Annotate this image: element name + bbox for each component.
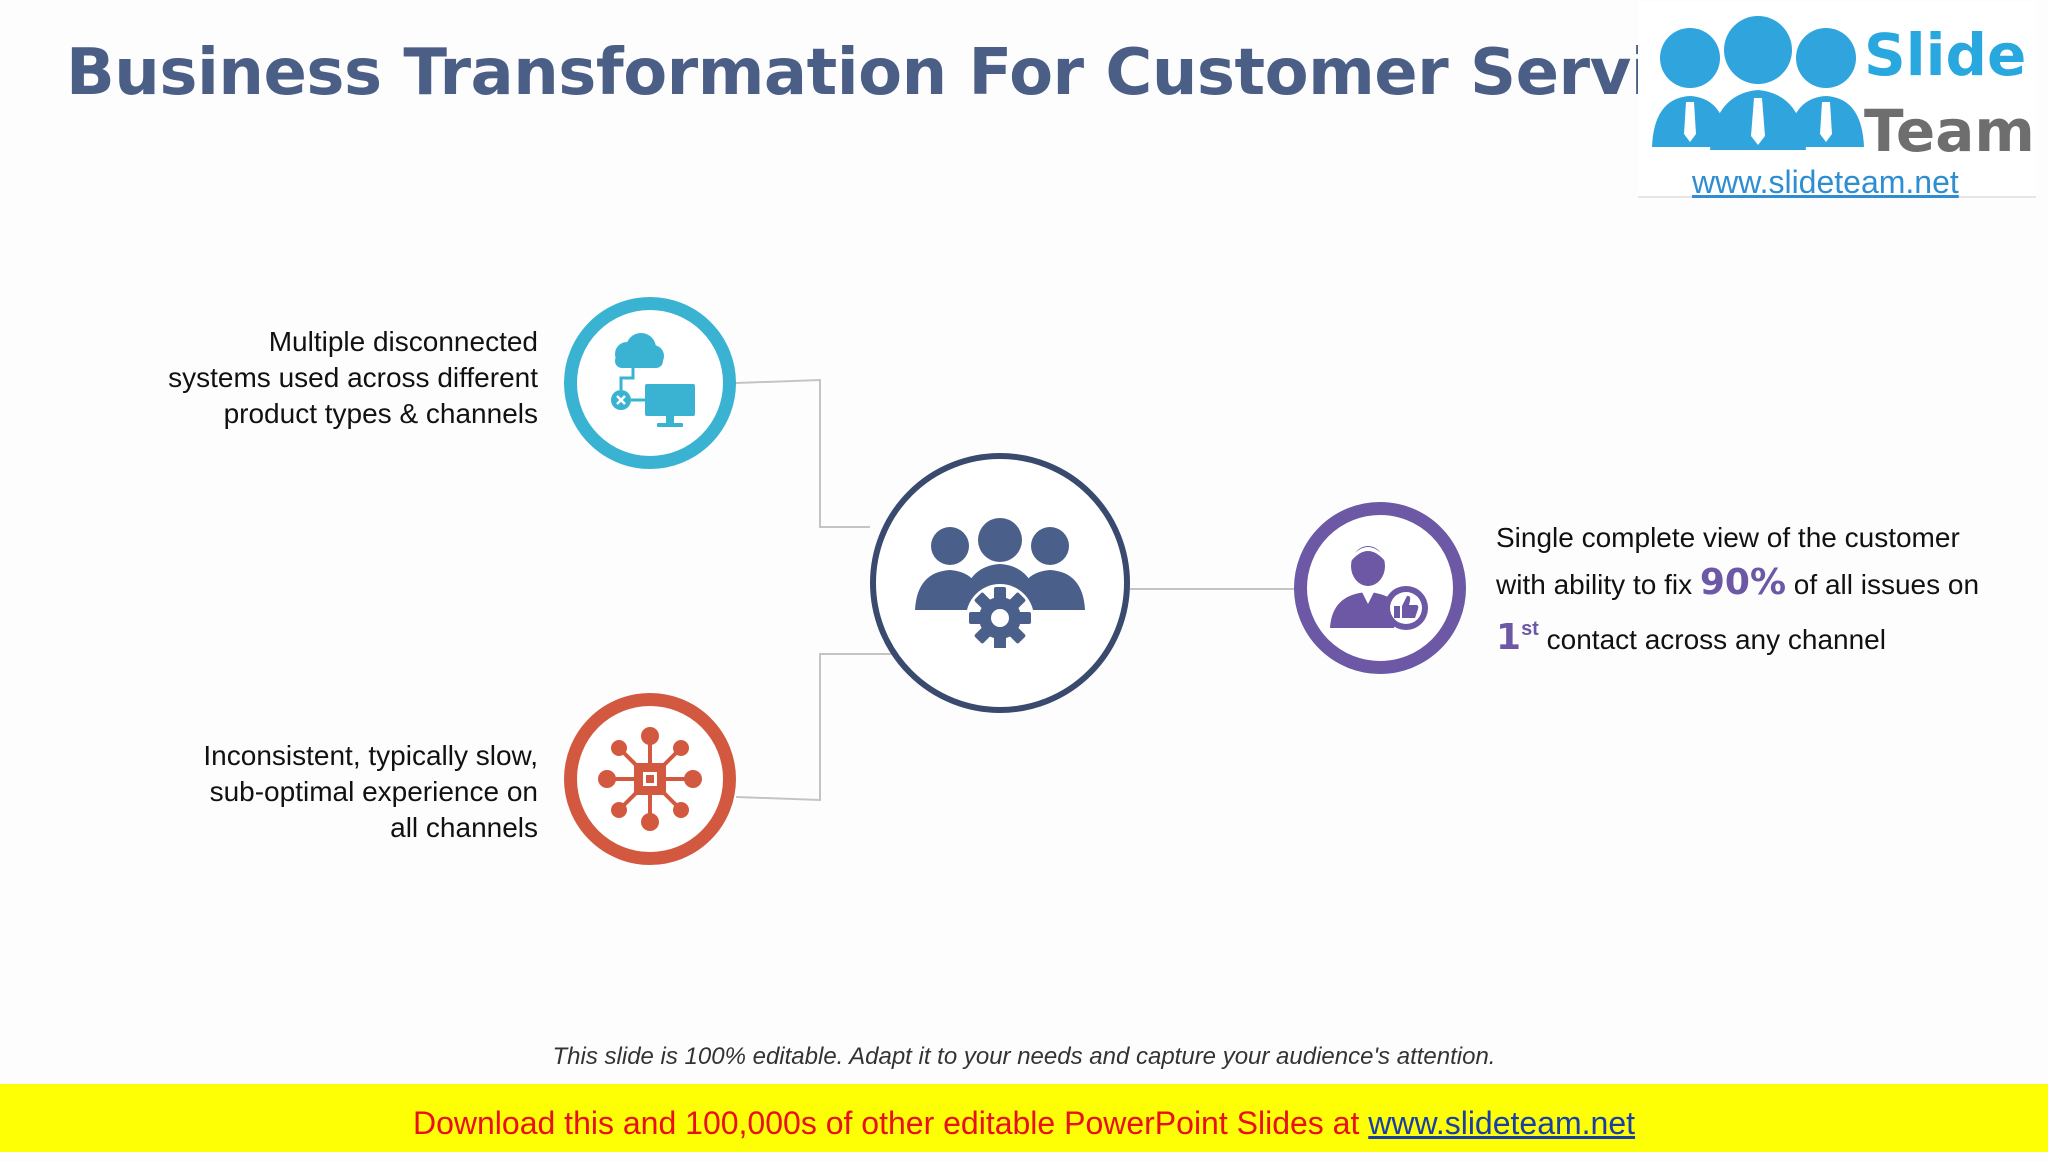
systems-line: Multiple disconnected <box>268 326 538 357</box>
customer-description: Single complete view of the customer wit… <box>1496 515 2036 662</box>
people-logo-icon <box>1652 16 1864 150</box>
customer-line-2-pre: with ability to fix <box>1496 569 1700 600</box>
customer-line-2: with ability to fix 90% of all issues on <box>1496 560 2036 607</box>
systems-description: Multiple disconnected systems used acros… <box>118 324 538 432</box>
logo-word-slide: Slide <box>1864 21 2027 89</box>
customer-circle <box>1294 502 1466 674</box>
download-banner: Download this and 100,000s of other edit… <box>0 1084 2048 1152</box>
logo-url-link[interactable]: www.slideteam.net <box>1692 164 1959 200</box>
connector-experience <box>735 653 892 802</box>
first-ordinal: st <box>1521 618 1539 640</box>
experience-description: Inconsistent, typically slow, sub-optima… <box>118 738 538 846</box>
connector-systems <box>735 378 870 528</box>
center-circle <box>870 453 1130 713</box>
customer-thumbs-up-icon <box>1330 546 1428 630</box>
banner-link[interactable]: www.slideteam.net <box>1368 1105 1636 1141</box>
cloud-network-icon <box>611 333 695 427</box>
customer-line-2-post: of all issues on <box>1786 569 1980 600</box>
experience-line: sub-optimal experience on <box>209 776 538 807</box>
logo-word-team: Team <box>1864 97 2035 165</box>
team-gear-icon <box>915 518 1085 648</box>
customer-line-1: Single complete view of the customer <box>1496 522 1960 553</box>
slideteam-logo[interactable]: Slide Team www.slideteam.net <box>1638 2 2036 200</box>
customer-line-3: 1st contact across any channel <box>1496 607 2036 662</box>
experience-line: all channels <box>390 812 538 843</box>
experience-circle <box>564 693 736 865</box>
systems-line: product types & channels <box>223 398 538 429</box>
customer-line-3-post: contact across any channel <box>1538 624 1886 655</box>
banner-text: Download this and 100,000s of other edit… <box>412 1105 1369 1141</box>
footer-note: This slide is 100% editable. Adapt it to… <box>552 1043 1496 1070</box>
percent-highlight: 90% <box>1699 562 1787 603</box>
experience-line: Inconsistent, typically slow, <box>203 740 538 771</box>
first-number: 1 <box>1496 617 1522 658</box>
slide-title: Business Transformation For Customer Ser… <box>66 36 1733 110</box>
hub-network-icon <box>598 727 702 831</box>
systems-line: systems used across different <box>168 362 538 393</box>
systems-circle <box>564 297 736 469</box>
